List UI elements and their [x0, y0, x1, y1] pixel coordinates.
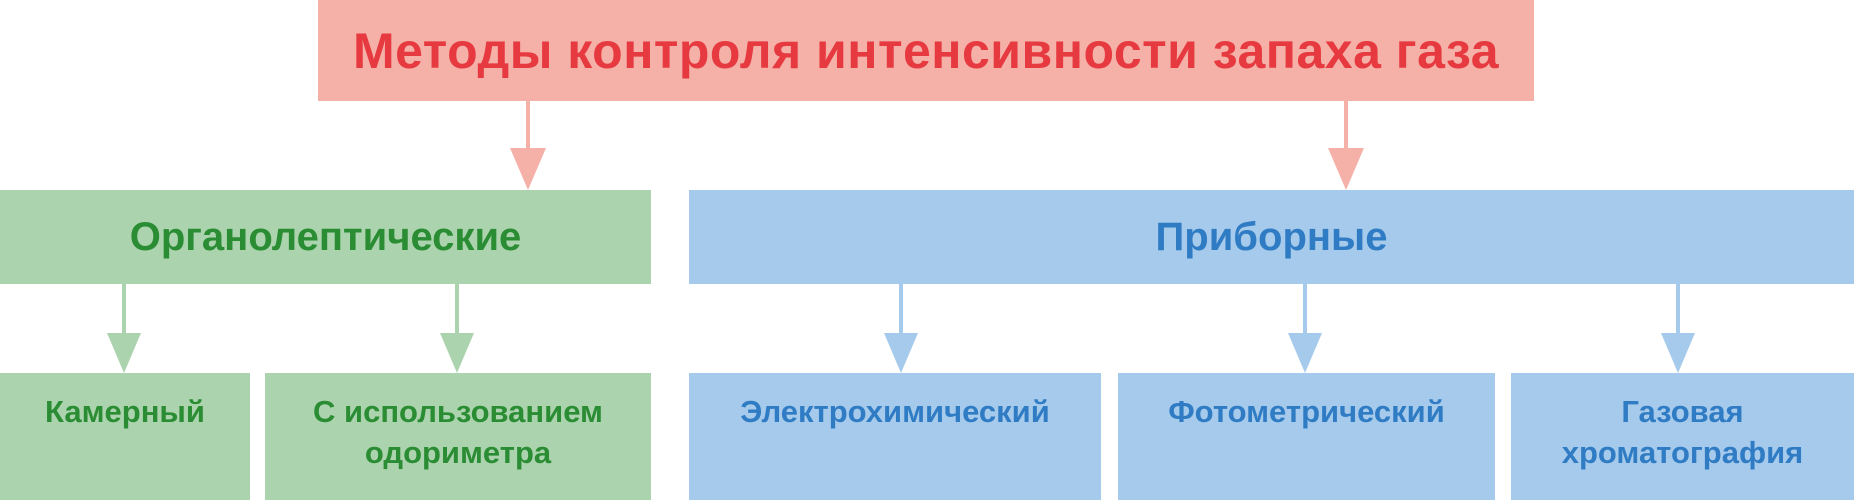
method-photometric-label: Фотометрический	[1168, 394, 1445, 429]
method-chromatography-box: Газовая хроматография	[1511, 373, 1854, 500]
arrow-instrumental-to-electrochemical	[884, 284, 918, 373]
diagram-title: Методы контроля интенсивности запаха газ…	[352, 22, 1500, 79]
arrow-title-to-instrumental	[1328, 101, 1364, 190]
category-organoleptic-label: Органолептические	[129, 214, 522, 259]
arrow-instrumental-to-chromatography	[1661, 284, 1695, 373]
category-organoleptic-box: Органолептические	[0, 190, 651, 284]
method-electrochemical-box: Электрохимический	[689, 373, 1101, 500]
arrow-instrumental-to-photometric	[1288, 284, 1322, 373]
method-chamber-label: Камерный	[45, 394, 205, 429]
arrow-organoleptic-to-odorimeter	[440, 284, 474, 373]
category-instrumental-box: Приборные	[689, 190, 1854, 284]
method-electrochemical-label: Электрохимический	[740, 394, 1050, 429]
method-odorimeter-box: С использованием одориметра	[265, 373, 651, 500]
method-chromatography-label: Газовая хроматография	[1561, 394, 1804, 470]
category-instrumental-label: Приборные	[1155, 214, 1388, 259]
arrow-organoleptic-to-chamber	[107, 284, 141, 373]
method-chamber-box: Камерный	[0, 373, 250, 500]
method-odorimeter-label: С использованием одориметра	[313, 394, 603, 470]
arrow-title-to-organoleptic	[510, 101, 546, 190]
title-box: Методы контроля интенсивности запаха газ…	[318, 0, 1534, 101]
method-photometric-box: Фотометрический	[1118, 373, 1495, 500]
